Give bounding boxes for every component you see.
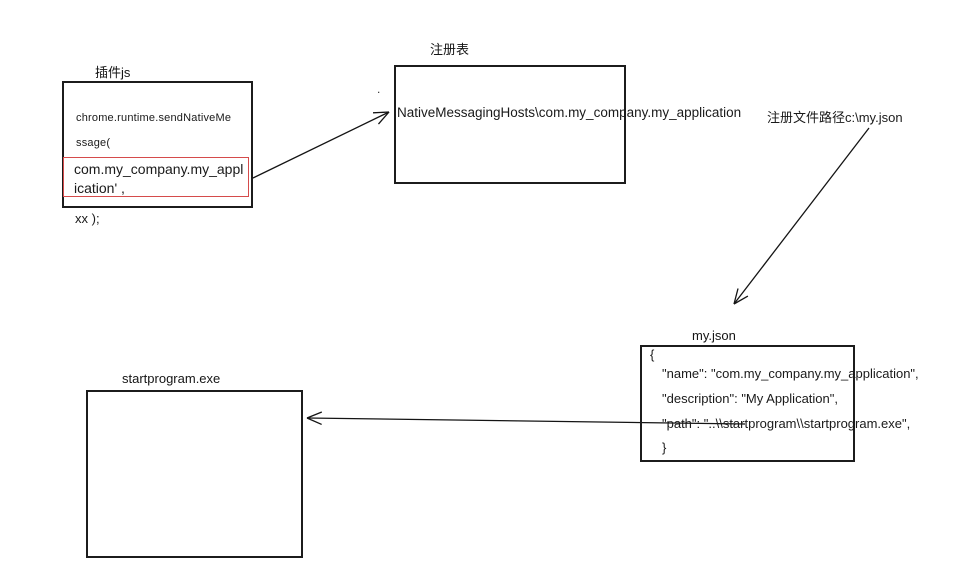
startprogram-node-title: startprogram.exe [122, 371, 221, 386]
plugin-highlight-line-2: ication' , [74, 180, 125, 196]
registry-node-box [394, 65, 626, 184]
registry-node-title: 注册表 [430, 42, 470, 57]
myjson-line-close-brace: } [662, 440, 667, 455]
stray-dot: . [377, 82, 381, 96]
myjson-line-open-brace: { [650, 347, 655, 362]
myjson-node-box [640, 345, 855, 462]
plugin-node-box [62, 81, 253, 208]
myjson-line-description: "description": "My Application", [662, 391, 838, 406]
registry-path-note: 注册文件路径c:\my.json [767, 110, 903, 125]
myjson-line-path: "path": "..\\startprogram\\startprogram.… [662, 416, 911, 431]
plugin-highlight-box [63, 157, 249, 197]
plugin-code-closing: xx ); [75, 211, 100, 226]
plugin-node-title: 插件js [86, 62, 140, 83]
startprogram-node-box [86, 390, 303, 558]
plugin-code-line-1: chrome.runtime.sendNativeMe [76, 112, 232, 124]
registry-key-text: NativeMessagingHosts\com.my_company.my_a… [397, 105, 742, 120]
plugin-code-line-2: ssage( [76, 137, 111, 149]
myjson-line-name: "name": "com.my_company.my_application", [662, 366, 919, 381]
myjson-node-title: my.json [692, 328, 736, 343]
plugin-highlight-line-1: com.my_company.my_appl [74, 161, 244, 177]
